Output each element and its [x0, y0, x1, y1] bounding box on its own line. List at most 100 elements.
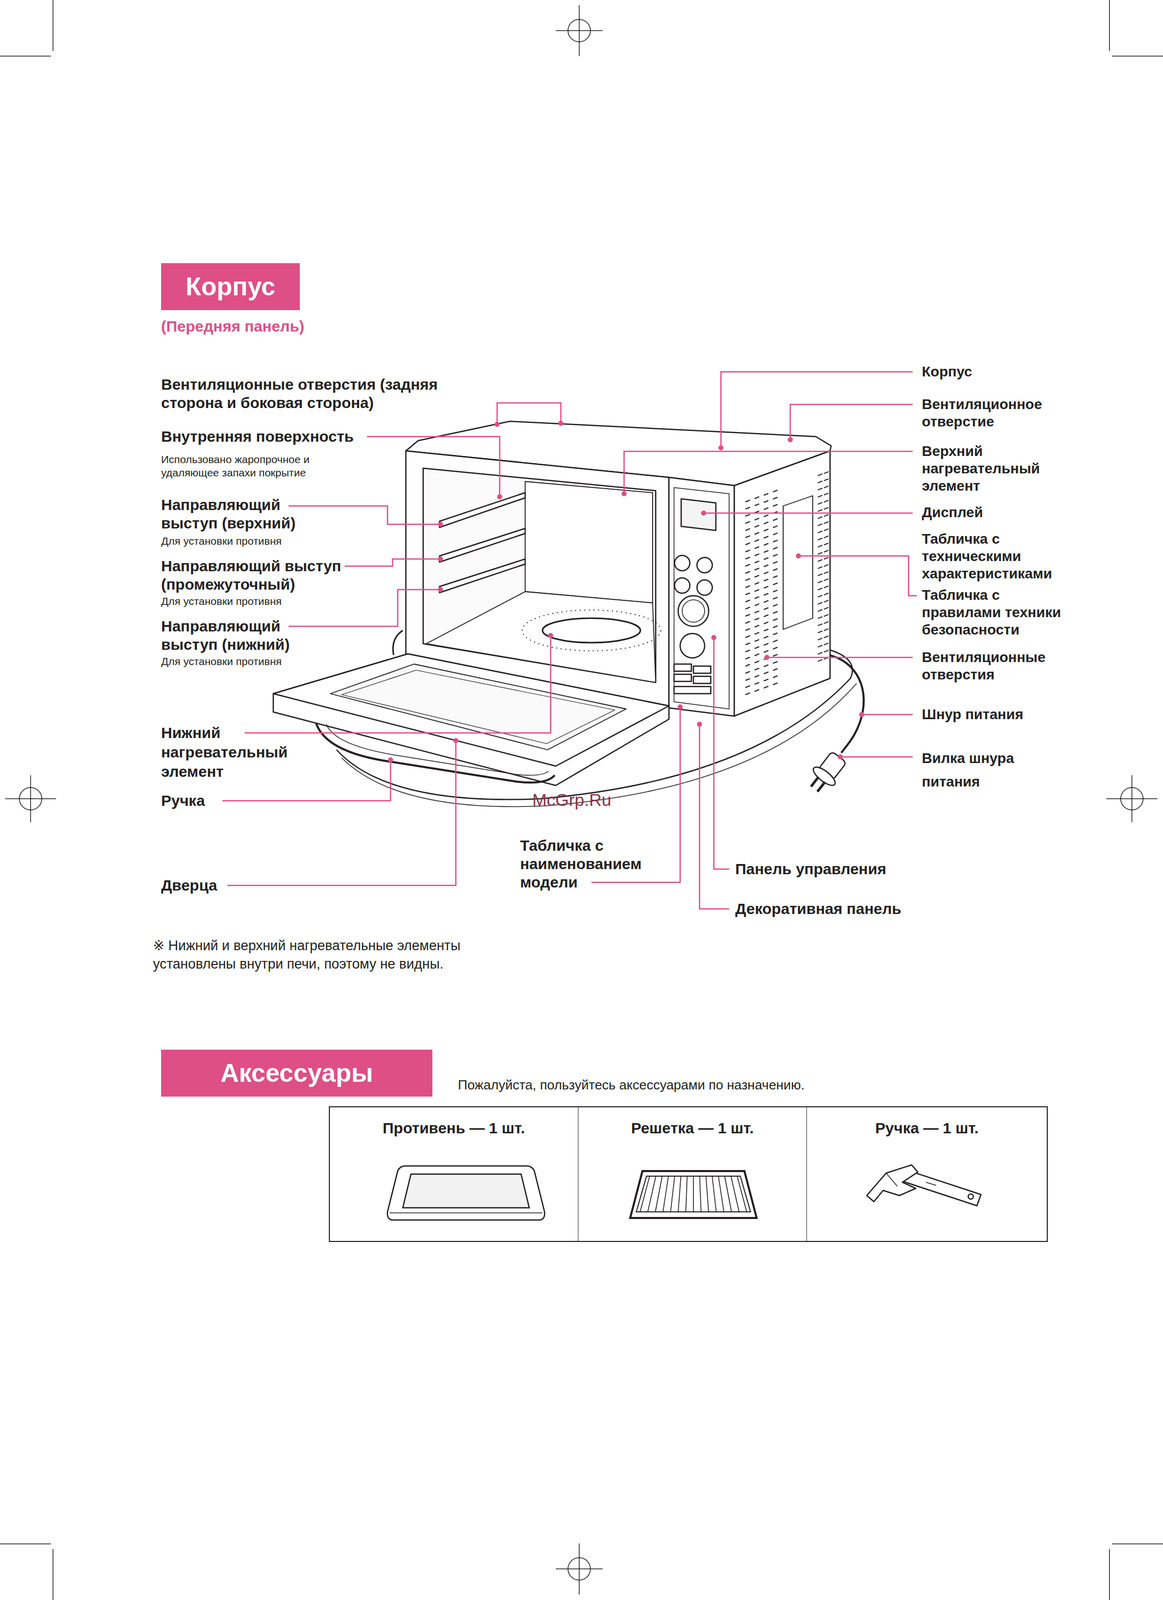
registration-mark	[1131, 774, 1133, 822]
vent-slot	[823, 550, 829, 553]
vent-slot	[823, 528, 829, 531]
vent-slots	[745, 471, 829, 695]
vent-slot	[817, 616, 823, 619]
vent-slot	[817, 480, 823, 483]
vent-slot	[823, 507, 829, 510]
part-name: Верхний нагревательный элемент	[921, 442, 1060, 495]
leader-line	[624, 451, 913, 494]
button	[696, 557, 713, 573]
vent-slot	[745, 514, 751, 517]
vent-slot	[763, 600, 769, 603]
vent-slot	[772, 489, 778, 493]
leader-dot	[497, 494, 503, 500]
vent-slot	[745, 550, 751, 553]
vent-slot	[823, 478, 829, 481]
vent-slot	[823, 621, 829, 624]
part-name: Шнур питания	[921, 705, 1024, 723]
vent-slot	[772, 639, 778, 642]
vent-slot	[817, 637, 823, 640]
cavity-back	[525, 481, 653, 603]
rack-bar	[737, 1175, 747, 1212]
vent-slot	[763, 643, 769, 646]
leader-dot	[677, 704, 683, 710]
vent-slot	[823, 535, 829, 538]
registration-mark	[30, 774, 32, 822]
vent-slot	[823, 514, 829, 517]
door-window	[330, 663, 627, 750]
vent-slot	[763, 686, 769, 689]
vent-slot	[745, 607, 751, 610]
vent-slot	[772, 532, 778, 535]
crop-mark	[52, 0, 54, 51]
vent-slot	[817, 587, 823, 590]
vent-slot	[772, 654, 778, 657]
vent-slot	[754, 653, 760, 656]
vent-slot	[823, 635, 829, 638]
vent-slot	[754, 496, 760, 499]
crop-mark	[0, 55, 51, 57]
leader-dot	[718, 445, 724, 451]
vent-slot	[772, 525, 778, 528]
oven-drawing	[273, 421, 864, 807]
leader-dot	[711, 634, 717, 640]
leader-dot	[558, 420, 564, 426]
rack-bar	[670, 1175, 675, 1212]
vent-slot	[763, 536, 769, 539]
vent-slot	[772, 625, 778, 628]
vent-slot	[754, 667, 760, 670]
table-border	[329, 1106, 1048, 1242]
vent-slot	[745, 507, 751, 510]
vent-slot	[772, 518, 778, 521]
rack-bar	[731, 1175, 740, 1212]
leader-dot	[764, 654, 770, 660]
dial	[680, 633, 705, 658]
vent-slot	[745, 543, 751, 546]
table-cell: Ручка — 1 шт.	[806, 1118, 1048, 1137]
vent-slot	[772, 497, 778, 500]
button	[674, 555, 690, 571]
vent-slot	[754, 518, 760, 521]
part-name: Дверца	[161, 875, 218, 895]
vent-slot	[763, 507, 769, 510]
spec-plate	[783, 495, 813, 630]
rack-bar	[692, 1175, 694, 1212]
vent-slot	[823, 543, 829, 546]
crop-mark	[52, 1548, 54, 1600]
vent-slot	[763, 522, 769, 524]
tray-inner	[402, 1173, 530, 1208]
vent-slot	[754, 689, 760, 692]
part-name: Направляющий выступ (нижний)	[161, 616, 315, 654]
leader-dot	[453, 737, 459, 743]
door-handle	[326, 724, 549, 775]
subheading: (Передняя панель)	[161, 317, 305, 336]
vent-slot	[745, 678, 751, 681]
leader-lines	[222, 371, 917, 909]
vent-slot	[754, 539, 760, 542]
vent-slot	[772, 561, 778, 564]
rack-frame	[630, 1170, 757, 1218]
vent-slot	[817, 473, 823, 476]
rack-bar	[655, 1175, 662, 1212]
vent-slot	[754, 575, 760, 578]
part-note: Использовано жаропрочное и удаляющее зап…	[161, 452, 330, 480]
vent-slot	[817, 630, 823, 633]
vent-slot	[754, 639, 760, 642]
vent-slot	[754, 660, 760, 663]
leader-line	[703, 512, 913, 514]
vent-slot	[772, 668, 778, 671]
button	[696, 579, 713, 596]
vent-slot	[763, 614, 769, 617]
vent-slot	[763, 514, 769, 518]
leader-line	[699, 724, 730, 909]
vent-slot	[772, 597, 778, 600]
vent-slot	[763, 529, 769, 532]
leader-line	[713, 637, 730, 869]
door-handle	[316, 722, 555, 783]
vent-slot	[823, 642, 829, 645]
vent-slot	[823, 600, 829, 603]
leader-line	[367, 436, 500, 497]
vent-slot	[754, 589, 760, 592]
vent-slot	[823, 614, 829, 617]
